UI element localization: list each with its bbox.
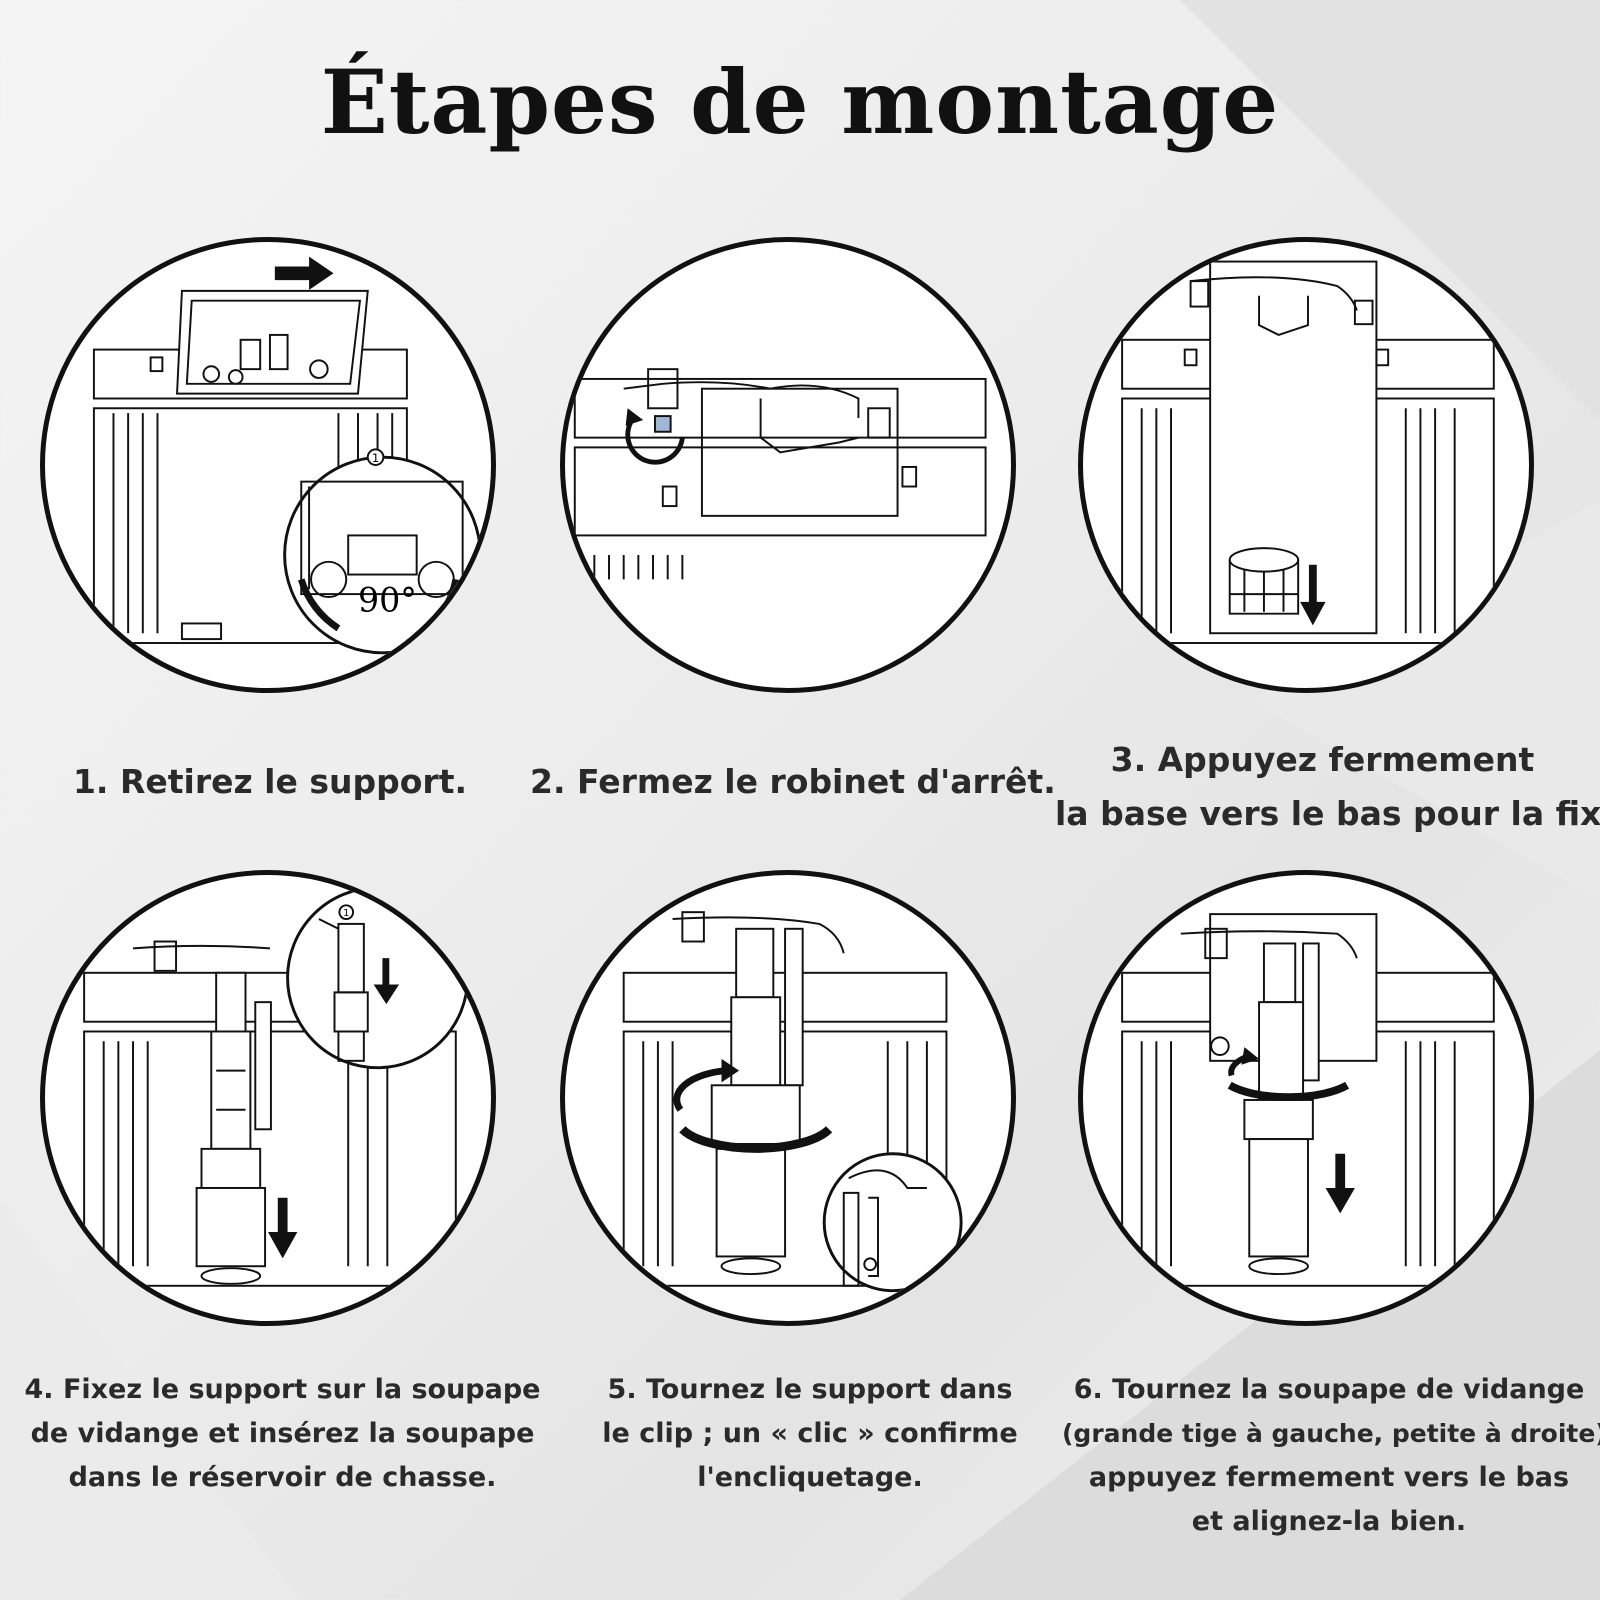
step-2-caption: 2. Fermez le robinet d'arrêt. — [530, 755, 1056, 809]
step-1-illustration: 1 90° — [40, 237, 496, 693]
step-5-line-3: l'encliquetage. — [697, 1462, 923, 1493]
step-4-badge: 1 — [343, 908, 349, 919]
step-6-caption: 6. Tournez la soupape de vidange (grande… — [1062, 1368, 1600, 1544]
step-4-caption: 4. Fixez le support sur la soupape de vi… — [20, 1368, 545, 1500]
step-6-illustration — [1078, 870, 1534, 1326]
step-3-caption: 3. Appuyez fermement la base vers le bas… — [1055, 733, 1600, 841]
step-5-illustration — [560, 870, 1016, 1326]
step-1-badge: 1 — [372, 451, 379, 465]
step-2-illustration — [560, 237, 1016, 693]
step-3-line-1: 3. Appuyez fermement — [1110, 740, 1535, 779]
step-1-angle-label: 90° — [358, 581, 417, 620]
step-4-line-3: dans le réservoir de chasse. — [68, 1462, 497, 1493]
step-5-caption: 5. Tournez le support dans le clip ; un … — [560, 1368, 1060, 1500]
page-title: Étapes de montage — [320, 50, 1280, 154]
step-3-line-2: la base vers le bas pour la fixer. — [1055, 794, 1600, 833]
step-4-line-2: de vidange et insérez la soupape — [30, 1418, 535, 1449]
step-3-illustration — [1078, 237, 1534, 693]
step-6-line-1: 6. Tournez la soupape de vidange — [1073, 1374, 1585, 1405]
step-4-illustration: 1 — [40, 870, 496, 1326]
step-4-line-1: 4. Fixez le support sur la soupape — [24, 1374, 541, 1405]
step-6-line-4: et alignez-la bien. — [1191, 1506, 1467, 1537]
step-6-line-2: (grande tige à gauche, petite à droite) — [1062, 1419, 1600, 1448]
step-5-line-1: 5. Tournez le support dans — [607, 1374, 1013, 1405]
step-6-line-3: appuyez fermement vers le bas — [1088, 1462, 1570, 1493]
step-1-caption: 1. Retirez le support. — [20, 755, 520, 809]
step-2-line-1: 2. Fermez le robinet d'arrêt. — [530, 762, 1056, 801]
step-5-line-2: le clip ; un « clic » confirme — [602, 1418, 1018, 1449]
step-1-line-1: 1. Retirez le support. — [72, 762, 468, 801]
